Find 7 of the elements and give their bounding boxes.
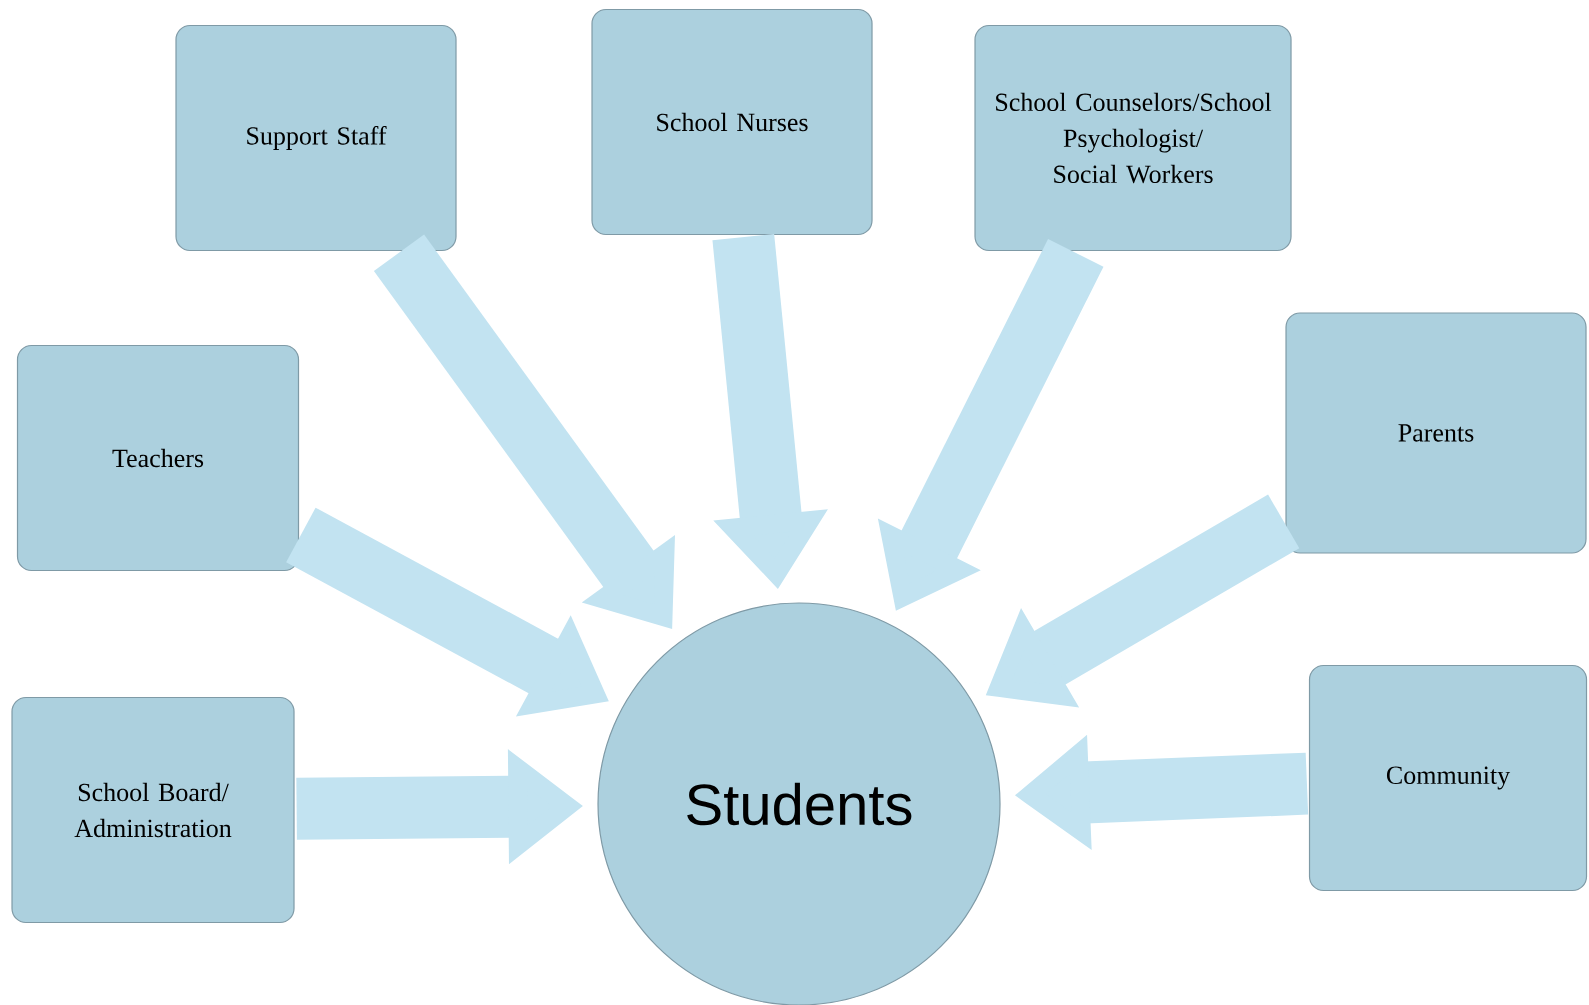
role-box: School Nurses (591, 8, 873, 236)
role-box: Parents (1285, 312, 1587, 554)
role-box: Community (1308, 664, 1588, 892)
role-box: Support Staff (175, 24, 457, 252)
role-box: Teachers (16, 344, 300, 572)
role-box: School Counselors/School Psychologist/ Social Workers (974, 24, 1292, 252)
role-box: School Board/ Administration (11, 696, 295, 924)
